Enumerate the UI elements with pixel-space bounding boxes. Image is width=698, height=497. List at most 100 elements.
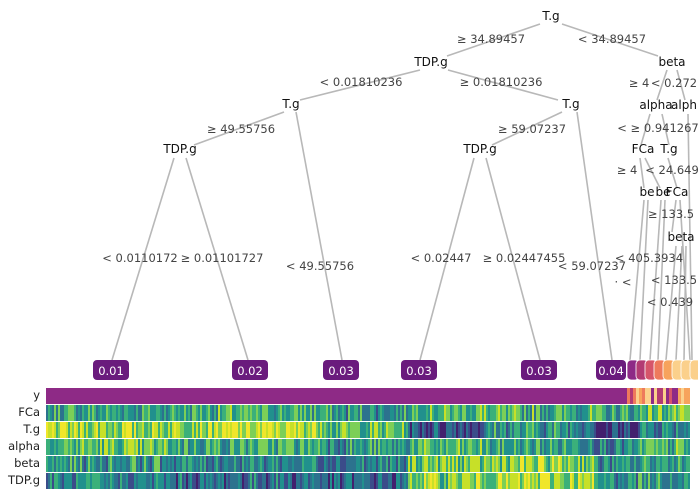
heatmap-cell — [244, 405, 246, 421]
heatmap-cell — [186, 405, 188, 421]
heatmap-cell — [94, 473, 96, 489]
heatmap-cell — [272, 473, 274, 489]
heatmap-cell — [530, 473, 532, 489]
heatmap-cell — [70, 405, 72, 421]
heatmap-cell — [304, 456, 306, 472]
heatmap-cell — [516, 439, 518, 455]
heatmap-cell — [414, 473, 416, 489]
heatmap-cell — [612, 422, 614, 438]
heatmap-cell — [276, 405, 278, 421]
heatmap-cell — [324, 439, 326, 455]
heatmap-cell — [650, 422, 652, 438]
heatmap-cell — [456, 456, 458, 472]
heatmap-cell — [144, 422, 146, 438]
heatmap-cell — [648, 422, 650, 438]
heatmap-cell — [136, 473, 138, 489]
heatmap-cell — [510, 422, 512, 438]
edge-label-beta2-lt: < 133.5 — [651, 273, 697, 287]
heatmap-cell — [606, 422, 608, 438]
heatmap-cell — [118, 439, 120, 455]
heatmap-cell — [608, 422, 610, 438]
heatmap-cell — [298, 473, 300, 489]
heatmap-cell — [462, 405, 464, 421]
heatmap-cell — [350, 405, 352, 421]
heatmap-cell — [136, 422, 138, 438]
heatmap-cell — [126, 405, 128, 421]
heatmap-cell — [260, 405, 262, 421]
heatmap-cell — [162, 405, 164, 421]
heatmap-cell — [112, 422, 114, 438]
heatmap-cell — [472, 422, 474, 438]
heatmap-cell — [432, 439, 434, 455]
heatmap-cell — [244, 439, 246, 455]
heatmap-cell — [348, 439, 350, 455]
heatmap-cell — [252, 456, 254, 472]
heatmap-cell — [654, 439, 656, 455]
heatmap-cell — [454, 422, 456, 438]
heatmap-cell — [214, 422, 216, 438]
heatmap-cell — [268, 456, 270, 472]
heatmap-cell — [482, 422, 484, 438]
node-alpha-2: alph — [671, 98, 697, 112]
heatmap-cell — [116, 456, 118, 472]
heatmap-cell — [646, 439, 648, 455]
heatmap-cell — [392, 422, 394, 438]
heatmap-cell — [198, 405, 200, 421]
heatmap-cell — [670, 473, 672, 489]
heatmap-cell — [592, 439, 594, 455]
heatmap-cell — [504, 456, 506, 472]
heatmap-cell — [456, 473, 458, 489]
heatmap-cell — [318, 439, 320, 455]
heatmap-cell — [254, 405, 256, 421]
heatmap-cell — [660, 405, 662, 421]
heatmap-cell — [512, 439, 514, 455]
heatmap-cell — [456, 422, 458, 438]
heatmap-cell — [586, 422, 588, 438]
heatmap-cell — [658, 439, 660, 455]
heatmap-cell — [554, 439, 556, 455]
heatmap-cell — [504, 473, 506, 489]
heatmap-cell — [304, 405, 306, 421]
heatmap-cell — [118, 456, 120, 472]
heatmap-cell — [264, 422, 266, 438]
heatmap-cell — [402, 439, 404, 455]
heatmap-cell — [524, 422, 526, 438]
heatmap-cell — [338, 405, 340, 421]
heatmap-cell — [360, 473, 362, 489]
heatmap-cell — [258, 405, 260, 421]
heatmap-cell — [448, 473, 450, 489]
heatmap-cell — [374, 456, 376, 472]
heatmap-cell — [188, 405, 190, 421]
heatmap-cell — [554, 456, 556, 472]
heatmap-cell — [312, 422, 314, 438]
heatmap-cell — [442, 422, 444, 438]
heatmap-cell — [390, 422, 392, 438]
heatmap-cell — [630, 422, 632, 438]
heatmap-cell — [300, 439, 302, 455]
node-tg-small: T.g — [659, 142, 677, 156]
heatmap-cell — [416, 405, 418, 421]
heatmap-cell — [76, 456, 78, 472]
heatmap-cell — [476, 456, 478, 472]
heatmap-cell — [64, 422, 66, 438]
heatmap-cell — [320, 439, 322, 455]
heatmap-cell — [178, 422, 180, 438]
heatmap-cell — [260, 456, 262, 472]
heatmap-cell — [414, 456, 416, 472]
heatmap-cell — [546, 422, 548, 438]
heatmap-cell — [336, 405, 338, 421]
heatmap-cell — [50, 405, 52, 421]
heatmap-cell — [632, 439, 634, 455]
heatmap-cell — [424, 456, 426, 472]
heatmap-cell — [230, 422, 232, 438]
heatmap-cell — [634, 405, 636, 421]
heatmap-cell — [294, 456, 296, 472]
heatmap-cell — [94, 405, 96, 421]
heatmap-cell — [276, 439, 278, 455]
heatmap-cell — [542, 405, 544, 421]
heatmap-cell — [592, 405, 594, 421]
heatmap-cell — [500, 405, 502, 421]
heatmap-cell — [314, 422, 316, 438]
heatmap-cell — [474, 422, 476, 438]
heatmap-cell — [366, 456, 368, 472]
